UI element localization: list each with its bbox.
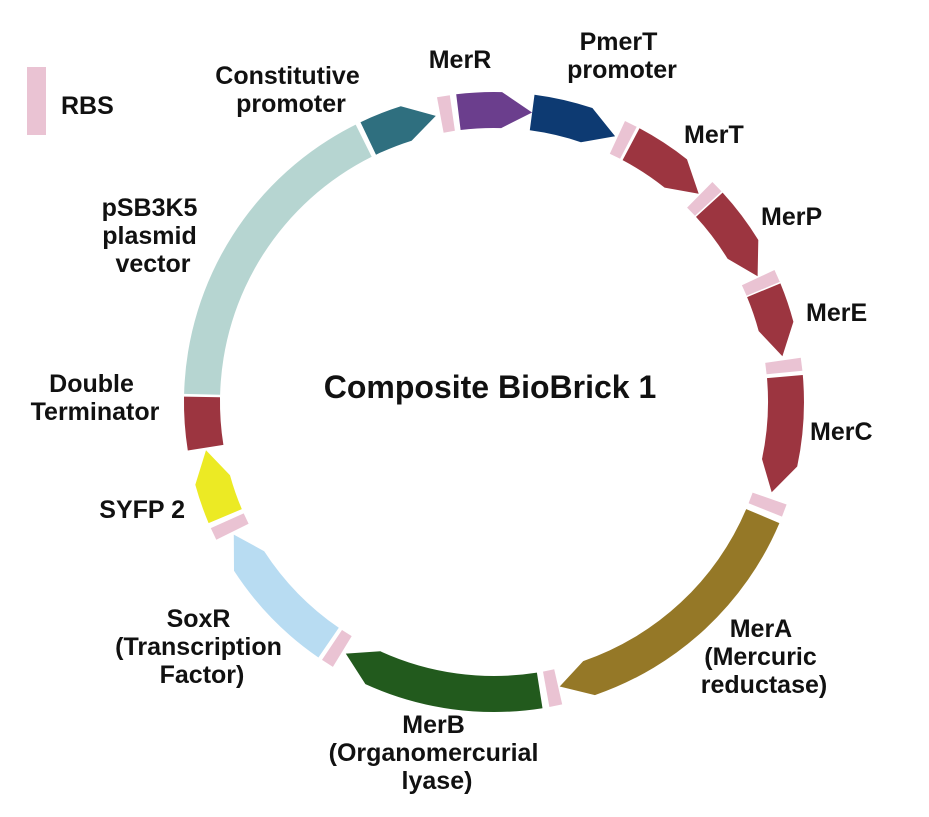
label-merC: MerC xyxy=(810,418,873,446)
segment-merB xyxy=(345,651,543,713)
rbs-merP xyxy=(687,182,722,216)
segment-merA xyxy=(559,509,780,696)
legend-rbs-swatch xyxy=(27,67,46,135)
rbs-merT xyxy=(609,121,637,159)
label-merA: MerA (Mercuric reductase) xyxy=(701,615,827,699)
segment-merR xyxy=(456,91,533,130)
segment-terminator xyxy=(183,396,224,451)
segment-pmerT xyxy=(529,94,616,143)
segment-merE xyxy=(747,283,794,357)
segment-merC xyxy=(762,375,804,493)
legend-rbs-label: RBS xyxy=(61,92,114,120)
segment-vector xyxy=(184,124,372,395)
label-syfp2: SYFP 2 xyxy=(99,496,185,524)
segment-merT xyxy=(622,128,699,194)
segment-constitutive-promoter xyxy=(360,106,436,155)
diagram-title: Composite BioBrick 1 xyxy=(324,369,657,405)
label-merB: MerB (Organomercurial lyase) xyxy=(329,711,546,795)
plasmid-segments xyxy=(183,91,804,713)
label-merR: MerR xyxy=(429,46,492,74)
label-pmerT: PmerT promoter xyxy=(567,28,677,84)
label-merT: MerT xyxy=(684,121,744,149)
rbs-merC xyxy=(765,357,803,375)
label-merP: MerP xyxy=(761,203,822,231)
rbs-merA xyxy=(748,492,787,517)
rbs-merR xyxy=(437,95,455,133)
label-soxR: SoxR (Transcription Factor) xyxy=(115,605,289,689)
rbs-merB xyxy=(543,669,563,707)
rbs-soxR xyxy=(322,630,352,667)
label-terminator: Double Terminator xyxy=(31,370,160,426)
label-constitutive-promoter: Constitutive promoter xyxy=(215,62,366,118)
label-vector: pSB3K5 plasmid vector xyxy=(102,194,205,278)
label-merE: MerE xyxy=(806,299,867,327)
segment-syfp2 xyxy=(195,450,242,524)
rbs-syfp2 xyxy=(210,513,249,540)
rbs-merE xyxy=(741,270,780,296)
segment-merP xyxy=(696,192,759,277)
segment-soxR xyxy=(233,534,339,658)
